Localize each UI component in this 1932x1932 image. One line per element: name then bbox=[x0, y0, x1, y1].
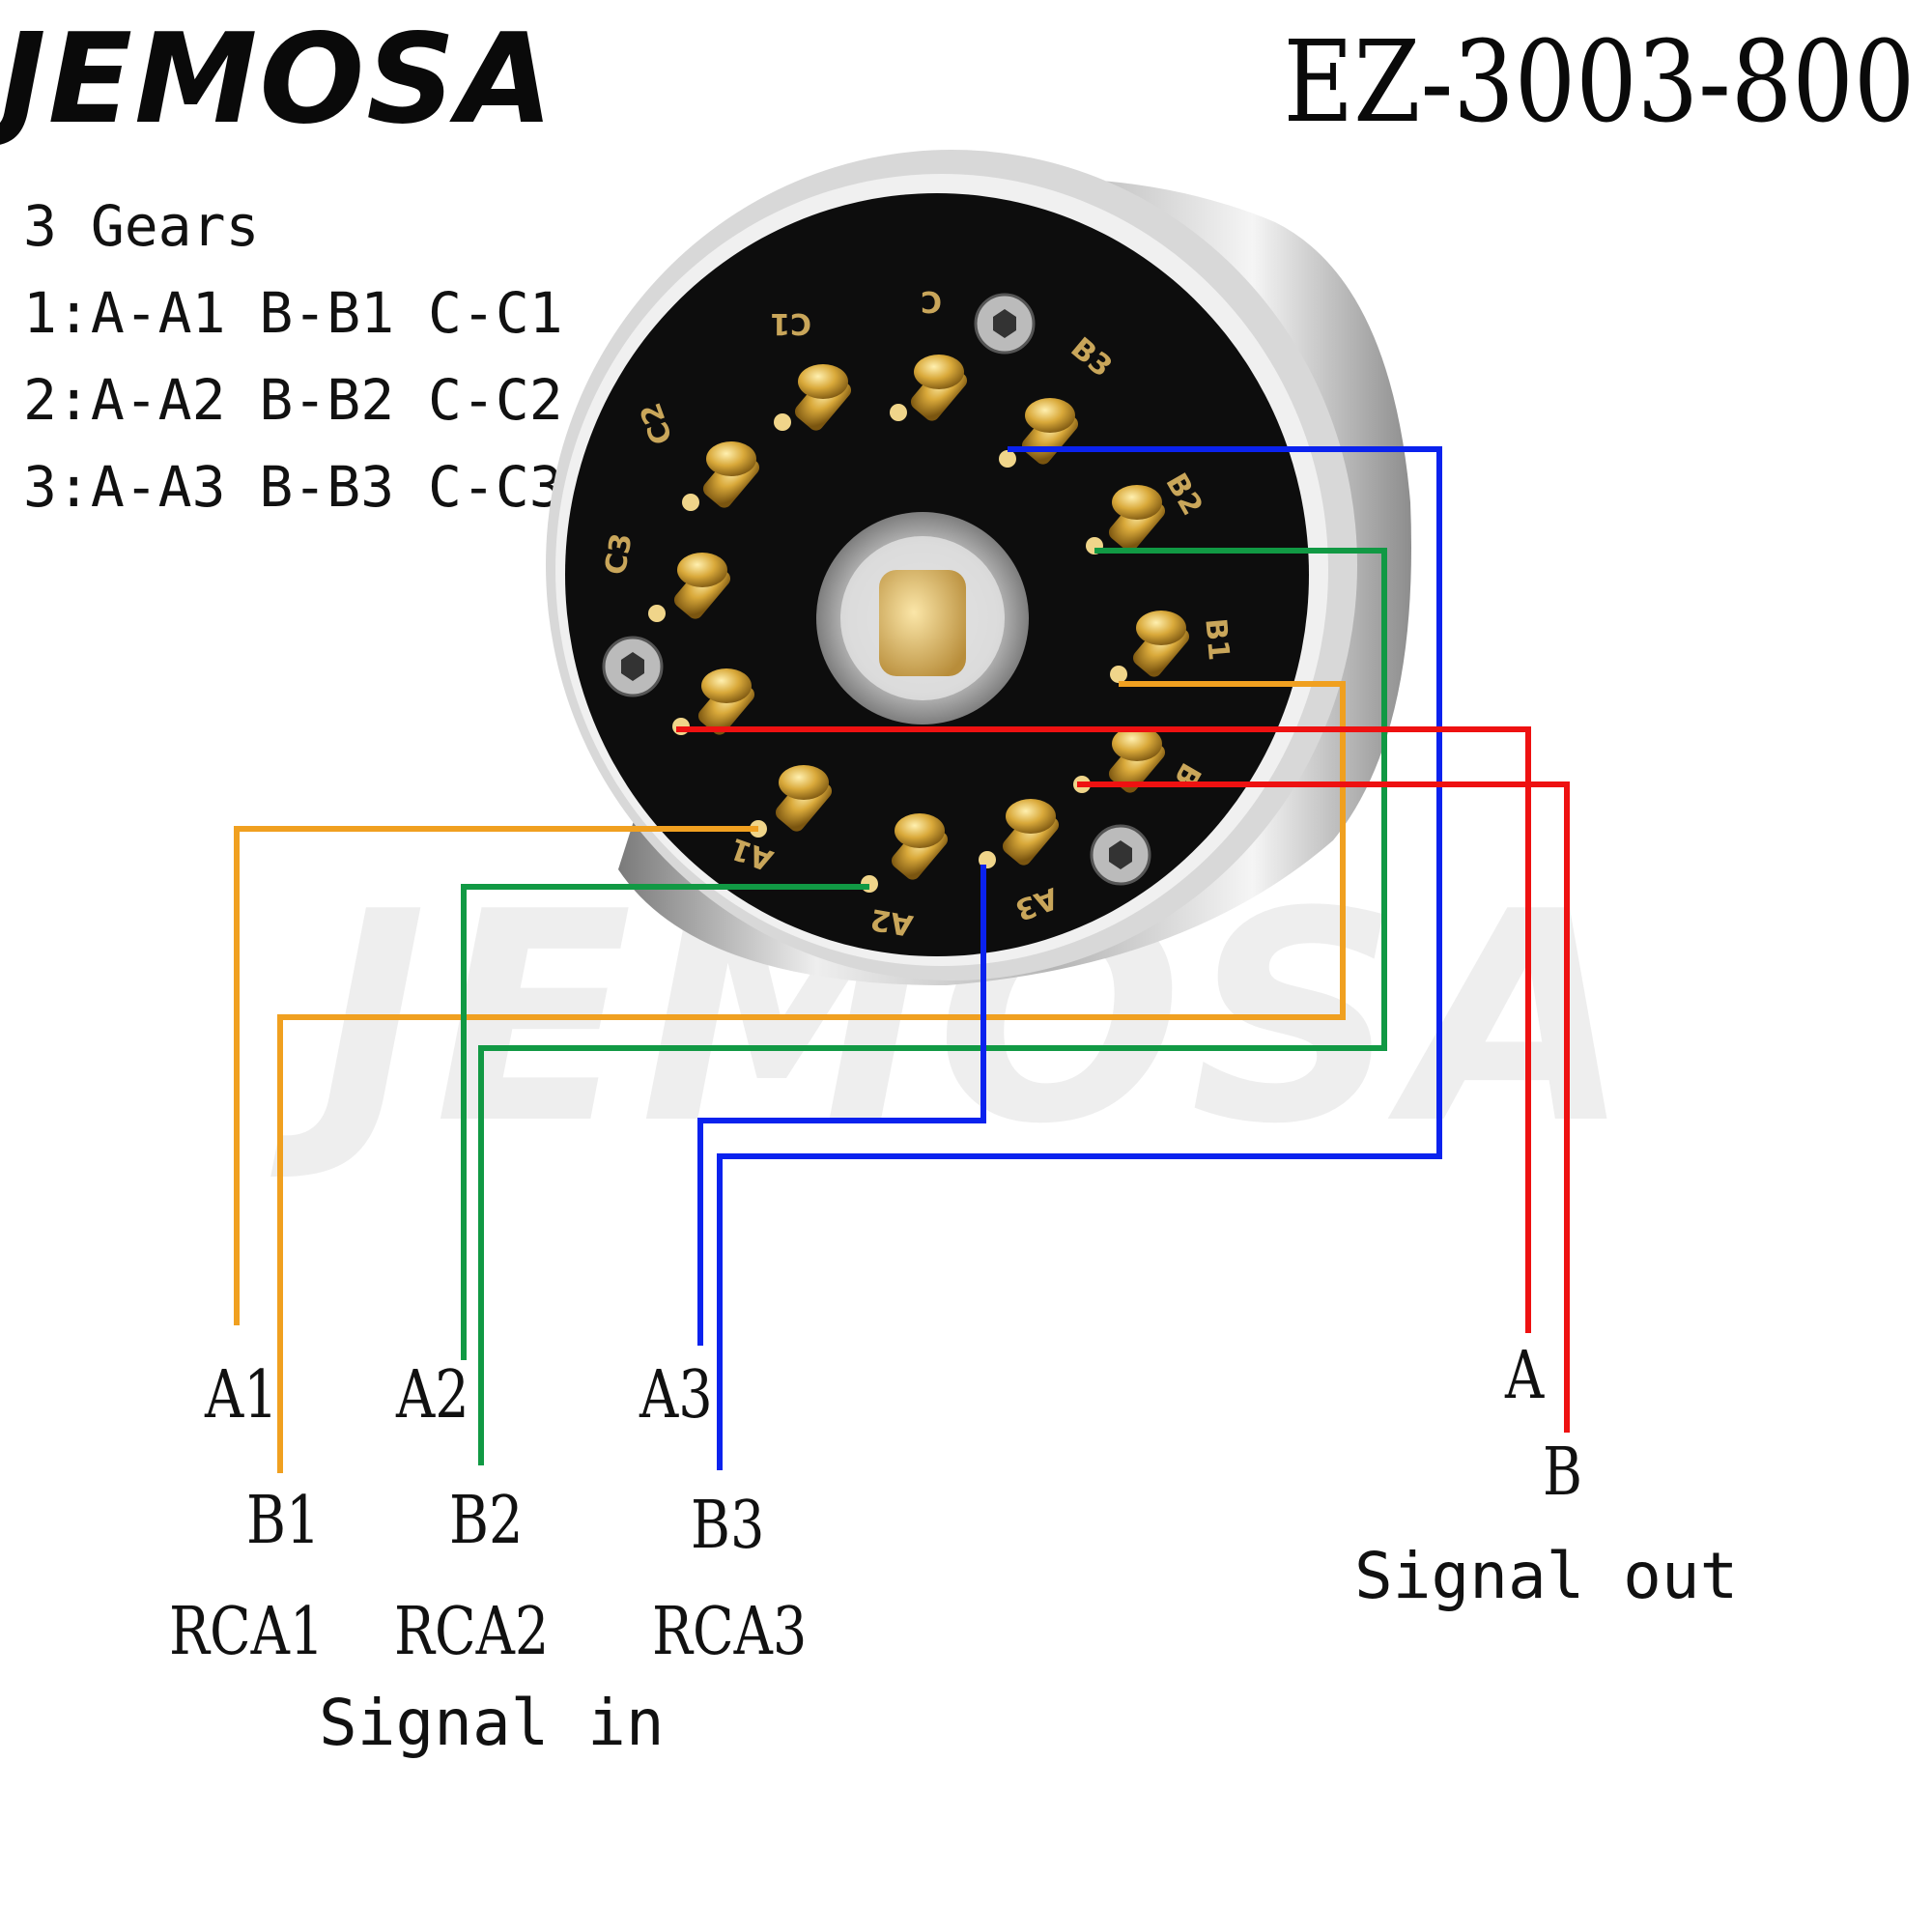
pin-label-b1: B1 bbox=[1198, 617, 1236, 663]
output-label-b: B bbox=[1543, 1435, 1582, 1511]
spec-gear-1: 1:A-A1 B-B1 C-C1 bbox=[23, 280, 563, 346]
spec-title: 3 Gears bbox=[23, 193, 260, 259]
input-label-b3: B3 bbox=[691, 1488, 765, 1564]
wire-a3 bbox=[697, 865, 986, 1346]
model-number: EZ-3003-800 bbox=[1283, 17, 1915, 148]
input-label-b1: B1 bbox=[246, 1483, 321, 1559]
output-label-a: A bbox=[1505, 1338, 1545, 1414]
wire-a2 bbox=[461, 884, 869, 1360]
mount-screw-icon bbox=[602, 636, 664, 697]
pin-a3 bbox=[979, 799, 1060, 868]
input-label-a1: A1 bbox=[205, 1357, 278, 1434]
wire-b3 bbox=[717, 446, 1442, 1470]
mount-screw-icon bbox=[974, 293, 1036, 355]
mount-screw-icon bbox=[1090, 824, 1151, 886]
wire-common-b bbox=[1077, 781, 1570, 1433]
pin-label-c1: C1 bbox=[770, 306, 811, 340]
spec-gear-2: 2:A-A2 B-B2 C-C2 bbox=[23, 367, 563, 433]
wire-a1 bbox=[234, 826, 758, 1325]
input-label-rca2: RCA2 bbox=[394, 1594, 550, 1670]
pin-c2 bbox=[682, 441, 760, 511]
spec-gear-3: 3:A-A3 B-B3 C-C3 bbox=[23, 454, 563, 520]
rotary-shaft-icon bbox=[816, 512, 1029, 724]
input-label-rca1: RCA1 bbox=[169, 1594, 325, 1670]
pin-a1 bbox=[750, 765, 833, 838]
input-label-a2: A2 bbox=[396, 1357, 469, 1434]
input-label-rca3: RCA3 bbox=[652, 1594, 808, 1670]
pin-label-a2: A2 bbox=[867, 901, 916, 942]
wire-b2 bbox=[478, 548, 1387, 1465]
input-label-b2: B2 bbox=[449, 1483, 524, 1559]
pin-c1 bbox=[774, 364, 852, 431]
pin-label-c: C bbox=[921, 284, 942, 318]
wire-b1 bbox=[277, 681, 1346, 1473]
brand-logo: JEMOSA bbox=[0, 8, 555, 152]
pin-b1 bbox=[1110, 611, 1190, 683]
signal-in-label: Signal in bbox=[319, 1686, 665, 1760]
signal-out-label: Signal out bbox=[1354, 1539, 1739, 1613]
pin-c bbox=[890, 355, 968, 421]
pin-label-c3: C3 bbox=[599, 531, 639, 578]
wire-common-a bbox=[676, 726, 1531, 1333]
pin-c3 bbox=[648, 553, 731, 622]
input-label-a3: A3 bbox=[639, 1357, 713, 1434]
